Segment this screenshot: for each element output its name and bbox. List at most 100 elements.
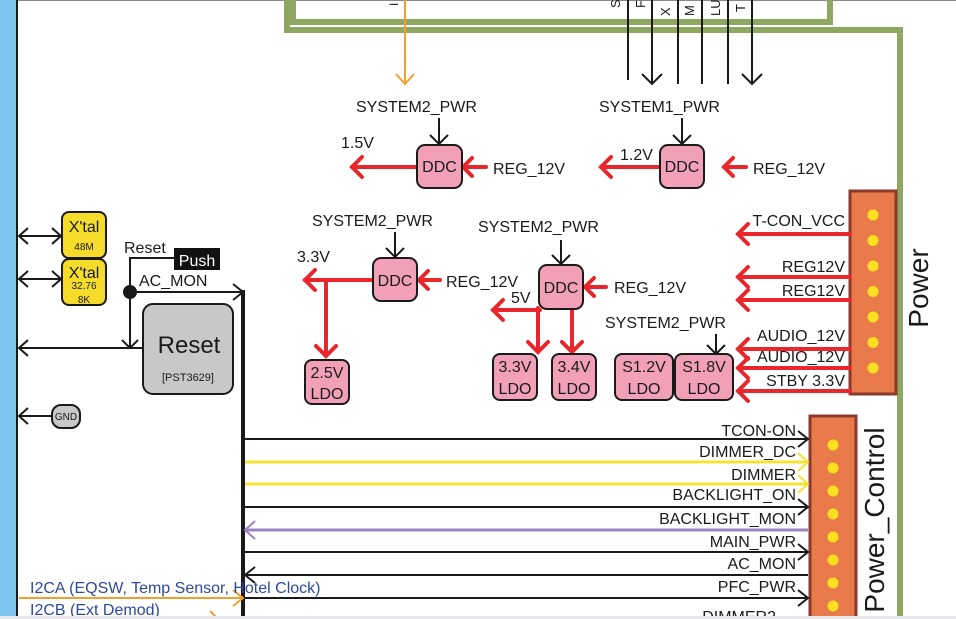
ldo-voltage: 3.3V xyxy=(499,359,532,376)
i2ca-label: I2CA (EQSW, Temp Sensor, Hotel Clock) xyxy=(30,580,320,597)
power-connector: Power xyxy=(848,189,934,396)
reset-ic: Reset [PST3629] xyxy=(142,303,234,395)
control-signal-label: TCON-ON xyxy=(721,423,796,440)
ddc-4-label: DDC xyxy=(544,280,579,297)
reset-ic-part: [PST3629] xyxy=(162,372,214,384)
ldo-voltage: 3.4V xyxy=(558,359,591,376)
ddc-3-group: SYSTEM2_PWR DDC 3.3V REG_12V xyxy=(297,213,518,359)
ddc2-input-label: REG_12V xyxy=(753,161,825,178)
power-signal-label: REG12V xyxy=(782,283,845,300)
vertical-letter: M xyxy=(682,5,697,16)
green-frame-outer xyxy=(284,0,903,619)
connector-pin xyxy=(867,337,879,348)
ddc-2-label: DDC xyxy=(665,159,700,176)
ddc3-input-label: REG_12V xyxy=(446,274,518,291)
power-signal-label: REG12V xyxy=(782,259,845,276)
left-system-bus xyxy=(0,0,16,619)
power-connector-title: Power xyxy=(903,248,934,327)
i2cb-label: I2CB (Ext Demod) xyxy=(30,602,160,619)
xtal-frequency: 48M xyxy=(74,242,93,253)
control-signal-label: DIMMER xyxy=(731,467,796,484)
ldo-voltage: 2.5V xyxy=(311,365,344,382)
ldo-3v3: 3.3V LDO xyxy=(492,353,538,401)
power-signal-label: AUDIO_12V xyxy=(757,328,845,345)
ldo-3v4: 3.4V LDO xyxy=(551,353,597,401)
power-signal-label: STBY 3.3V xyxy=(766,373,845,390)
ddc4-input-label: REG_12V xyxy=(614,280,686,297)
ddc-2-box xyxy=(659,144,705,189)
ddc1-output-label: 1.5V xyxy=(341,135,374,152)
vertical-letter: T xyxy=(733,4,748,12)
junction-dot xyxy=(123,285,137,299)
ddc-1-label: DDC xyxy=(422,159,457,176)
connector-pin xyxy=(867,235,879,246)
connector-pin xyxy=(827,600,839,612)
ddc-2-group: SYSTEM1_PWR DDC 1.2V REG_12V xyxy=(598,99,825,189)
ddc-4-box xyxy=(538,264,584,310)
connector-pin xyxy=(867,209,879,221)
xtal-title: X'tal xyxy=(69,265,100,282)
ldo-voltage: S1.8V xyxy=(682,359,726,376)
control-signal-labels: TCON-ON DIMMER_DC DIMMER BACKLIGHT_ON BA… xyxy=(659,423,796,619)
window-top-edge xyxy=(0,0,956,1)
ddc1-supply-label: SYSTEM2_PWR xyxy=(356,99,477,116)
ddc-4-group: SYSTEM2_PWR DDC 5V REG_12V xyxy=(478,219,686,355)
connector-pin xyxy=(827,554,839,566)
control-signal-lines xyxy=(243,430,810,607)
push-badge xyxy=(174,248,220,270)
connector-pin xyxy=(827,485,839,497)
connector-pin xyxy=(867,286,879,297)
vertical-letter: S xyxy=(608,0,623,8)
gnd-label: GND xyxy=(55,412,77,423)
connector-pin xyxy=(827,531,839,543)
top-vertical-label: I xyxy=(387,3,401,6)
top-vertical-letters: S F X M LU T xyxy=(608,0,748,16)
control-signal-label: BACKLIGHT_MON xyxy=(659,511,796,528)
ddc-1-group: SYSTEM2_PWR DDC 1.5V REG_12V xyxy=(341,99,565,189)
ldo-s1v8: S1.8V LDO xyxy=(674,353,734,401)
window-bottom-edge xyxy=(0,616,956,619)
reset-signal-label: Reset xyxy=(124,240,166,257)
connector-pin xyxy=(827,439,839,451)
ddc2-supply-label: SYSTEM1_PWR xyxy=(599,99,720,116)
control-signal-label: AC_MON xyxy=(728,556,796,573)
power-control-connector: Power_Control xyxy=(808,414,890,619)
connector-pin xyxy=(827,577,839,589)
ddc3-output-label: 3.3V xyxy=(297,249,330,266)
connector-pin xyxy=(867,311,879,323)
control-signal-label: DIMMER2 xyxy=(702,609,776,619)
vertical-letter: X xyxy=(658,7,673,16)
ac-mon-label: AC_MON xyxy=(139,273,207,290)
gnd-connection: GND xyxy=(17,404,81,429)
ldo-label: LDO xyxy=(558,381,591,398)
ddc4-supply-label: SYSTEM2_PWR xyxy=(478,219,599,236)
xtal-arrows xyxy=(17,227,63,288)
power-signal-label: T-CON_VCC xyxy=(753,213,845,230)
control-signal-label: MAIN_PWR xyxy=(710,534,796,551)
xtal-title: X'tal xyxy=(69,219,100,236)
control-signal-label: BACKLIGHT_ON xyxy=(672,487,796,504)
ddc-3-label: DDC xyxy=(378,273,413,290)
connector-pin xyxy=(867,260,879,272)
ddc-3-box xyxy=(372,257,418,302)
control-signal-label: DIMMER_DC xyxy=(699,444,796,461)
ldo-label: LDO xyxy=(628,381,661,398)
ldo-label: LDO xyxy=(311,386,344,403)
power-control-pins xyxy=(827,439,839,612)
connector-pin xyxy=(827,508,839,520)
xtal-32k: X'tal 32.76 8K xyxy=(61,258,107,306)
vertical-letter: LU xyxy=(708,0,723,16)
power-pins xyxy=(867,209,879,374)
ldo-voltage: S1.2V xyxy=(622,359,666,376)
reset-wiring xyxy=(17,257,245,357)
top-signal-lines xyxy=(627,0,763,86)
ddc-1-box xyxy=(416,144,463,189)
xtal-48m: X'tal 48M xyxy=(61,211,107,259)
power-signal-arrows xyxy=(735,222,852,403)
power-signal-labels: T-CON_VCC REG12V REG12V AUDIO_12V AUDIO_… xyxy=(753,213,846,390)
ldo-s1v2: S1.2V LDO xyxy=(614,353,674,401)
ddc2-output-label: 1.2V xyxy=(620,147,653,164)
orange-signal-arrow xyxy=(395,0,415,86)
ldo-2v5: 2.5V LDO xyxy=(304,359,350,405)
